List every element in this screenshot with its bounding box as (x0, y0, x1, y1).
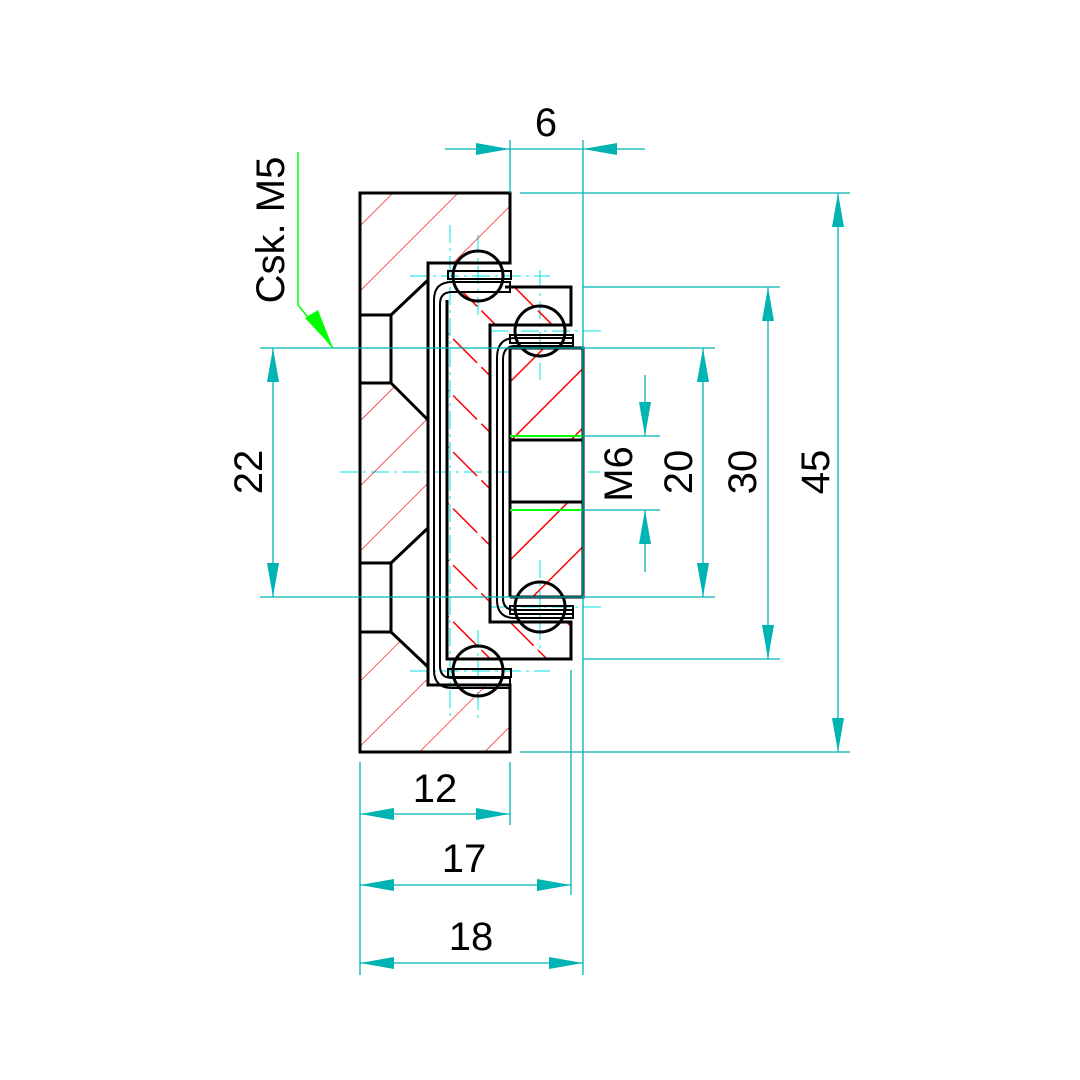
dimension-12: 12 (360, 767, 510, 820)
inner-rail (496, 337, 585, 619)
dim-label-45: 45 (794, 450, 838, 495)
middle-rail (433, 281, 573, 689)
countersink-note: Csk. M5 (249, 157, 293, 304)
dim-label-30: 30 (721, 450, 765, 495)
dim-label-m6: M6 (597, 446, 641, 502)
dimension-20: 20 (657, 348, 709, 597)
dimension-22: 22 (227, 348, 279, 597)
dimension-6: 6 (445, 101, 645, 155)
ball-bearings (447, 249, 574, 698)
extension-lines (260, 140, 850, 975)
dim-label-17: 17 (442, 837, 487, 881)
dim-label-22: 22 (227, 450, 271, 495)
dimension-m6: M6 (597, 375, 651, 572)
dimension-18: 18 (360, 915, 583, 969)
dim-label-18: 18 (449, 915, 494, 959)
dim-label-6: 6 (535, 101, 557, 145)
dimension-45: 45 (794, 193, 844, 752)
dim-label-20: 20 (657, 450, 701, 495)
dimension-17: 17 (360, 837, 571, 891)
dimension-30: 30 (721, 287, 774, 659)
outer-body (358, 191, 512, 754)
dim-label-12: 12 (413, 767, 458, 811)
countersink-leader: Csk. M5 (249, 152, 334, 349)
